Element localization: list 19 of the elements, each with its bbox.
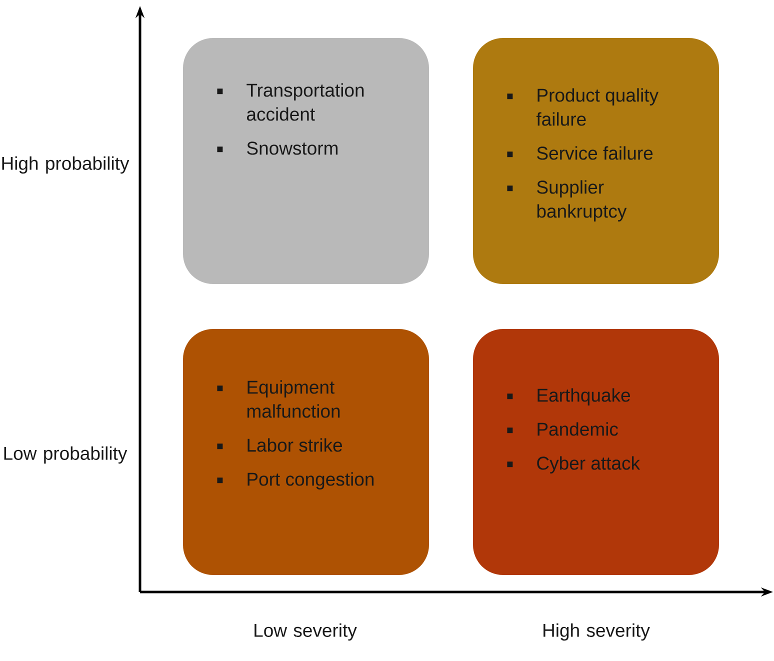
axis-label: Low severity [254,623,357,641]
bullet-item: Supplier bankruptcy [507,180,627,222]
bullet-item: Earthquake [507,388,630,406]
bullet-item: Equipment malfunction [217,380,340,418]
risk-box [473,38,719,284]
axis-label: High severity [544,623,650,641]
bullet-item: Pandemic [507,422,618,436]
bullet-item: Cyber attack [507,456,640,474]
bullet-item: Product quality failure [507,88,659,126]
bullet-item: Port congestion [217,472,374,490]
risk-box [183,329,429,575]
bullet-item: Labor strike [217,438,342,452]
axis-label: High probability [2,156,130,174]
bullet-item: Service failure [507,146,653,160]
risk-box [183,38,429,284]
bullet-item: Snowstorm [217,142,338,155]
risk-box [473,329,719,575]
axis-label: Low probability [4,446,128,464]
bullet-item: Transportation accident [217,83,364,121]
